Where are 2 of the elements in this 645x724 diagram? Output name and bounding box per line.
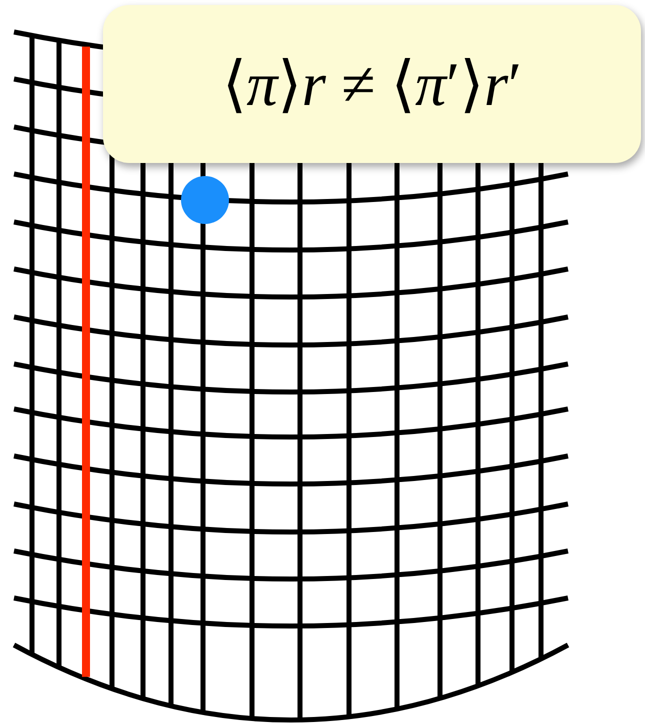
callout-box xyxy=(103,5,641,163)
formula-text: ⟨π⟩r ≠ ⟨π′⟩r′ xyxy=(222,50,522,121)
